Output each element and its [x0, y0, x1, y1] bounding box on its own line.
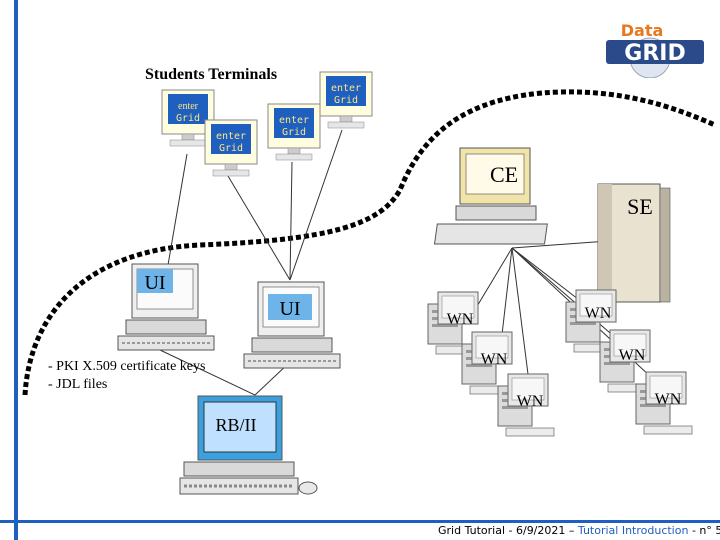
student-terminal: enter Grid — [319, 71, 373, 129]
ui-node-right: UI — [243, 281, 341, 369]
footer-section-link: Tutorial Introduction — [577, 524, 689, 537]
ui-label: UI — [279, 298, 300, 320]
terminal-label-bottom: Grid — [282, 127, 306, 138]
datagrid-logo: Data GRID — [606, 21, 704, 78]
footer: Grid Tutorial - 6/9/2021 – Tutorial Intr… — [438, 524, 720, 537]
wn-label: WN — [585, 305, 612, 322]
worker-node: WN — [635, 371, 693, 435]
student-terminal: enter Grid — [204, 119, 258, 177]
left-accent-bar — [14, 0, 18, 540]
student-terminal: enter Grid — [161, 89, 215, 147]
ce-label: CE — [490, 162, 518, 187]
wn-label: WN — [447, 311, 474, 328]
logo-data-text: Data — [621, 21, 664, 40]
terminal-label-bottom: Grid — [334, 95, 358, 106]
note-item: - PKI X.509 certificate keys — [48, 359, 206, 374]
worker-node: WN — [461, 331, 519, 395]
rb-ii-node: RB/II — [179, 395, 318, 495]
grid-boundary-dashed-line — [22, 89, 716, 396]
notes-list: - PKI X.509 certificate keys - JDL files — [48, 358, 205, 394]
terminal-label-top: enter — [279, 115, 309, 126]
footer-prefix: Grid Tutorial - 6/9/2021 – — [438, 524, 578, 537]
wn-label: WN — [481, 351, 508, 368]
bottom-accent-bar — [0, 520, 720, 523]
logo-grid-text: GRID — [624, 41, 685, 66]
note-item: - JDL files — [48, 377, 108, 392]
terminal-label-top: enter — [216, 131, 246, 142]
rb-ii-label: RB/II — [215, 415, 256, 435]
terminal-label-bottom: Grid — [176, 113, 200, 124]
wn-label: WN — [619, 347, 646, 364]
student-terminal: enter Grid — [267, 103, 321, 161]
terminal-label-top: enter — [331, 83, 361, 94]
worker-node: WN — [497, 373, 555, 437]
ce-node: CE — [433, 147, 548, 245]
se-node: SE — [597, 183, 671, 303]
footer-page-number: - n° 5 — [688, 524, 720, 537]
terminal-label-bottom: Grid — [219, 143, 243, 154]
worker-node: WN — [565, 289, 623, 353]
students-terminals-title: Students Terminals — [145, 66, 278, 83]
wn-label: WN — [655, 391, 682, 408]
ui-node-left: UI — [117, 263, 215, 351]
worker-node: WN — [599, 329, 657, 393]
se-label: SE — [627, 194, 653, 219]
wn-label: WN — [517, 393, 544, 410]
terminal-label-top: enter — [178, 101, 199, 112]
worker-node: WN — [427, 291, 485, 355]
ui-label: UI — [144, 272, 165, 294]
